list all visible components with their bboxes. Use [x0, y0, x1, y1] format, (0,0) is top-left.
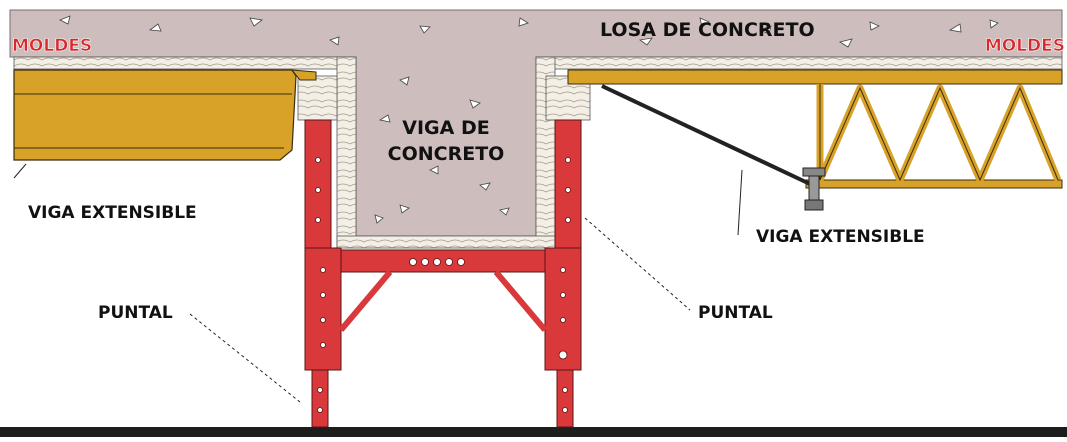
moldes-right-label: MOLDES	[985, 36, 1065, 56]
beam-form-bottom	[336, 235, 556, 249]
extensible-beam-left	[13, 69, 317, 161]
puntal-left-label: PUNTAL	[98, 303, 173, 323]
slab-form-right	[535, 56, 1063, 70]
viga-concreto-label-line1: VIGA DE	[402, 117, 489, 139]
beam-form-left	[336, 56, 357, 248]
losa-label: LOSA DE CONCRETO	[600, 19, 815, 41]
leader-lines	[13, 163, 743, 403]
puntal-right-label: PUNTAL	[698, 303, 773, 323]
extensible-beam-right	[567, 69, 1063, 211]
concrete-aggregate-marks	[59, 15, 999, 224]
viga-concreto-label-line2: CONCRETO	[388, 143, 505, 165]
ground-line	[0, 427, 1067, 437]
moldes-left-label: MOLDES	[12, 36, 92, 56]
viga-extensible-left-label: VIGA EXTENSIBLE	[28, 203, 197, 223]
slab-form-left	[13, 56, 357, 70]
support-block-left	[297, 75, 338, 121]
viga-extensible-right-label: VIGA EXTENSIBLE	[756, 227, 925, 247]
shoring-frame	[304, 157, 582, 413]
